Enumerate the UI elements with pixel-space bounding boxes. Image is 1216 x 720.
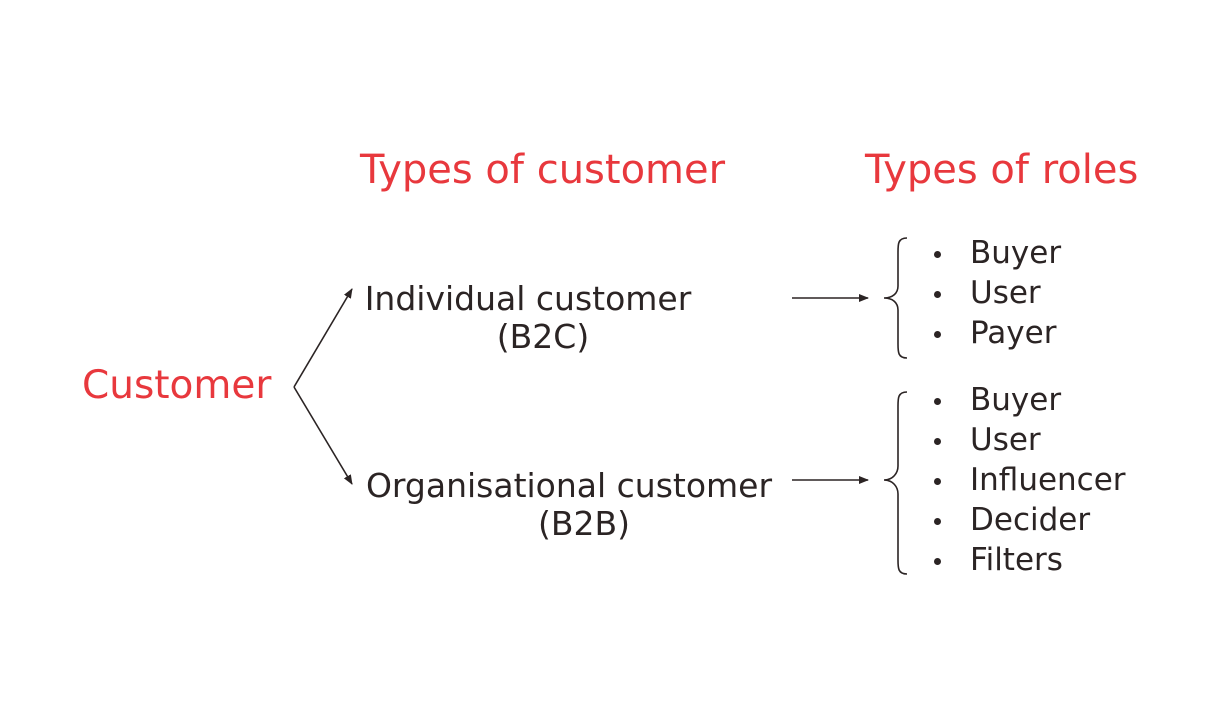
branch-arrow-individual [293, 288, 353, 388]
node-organisational-customer-name: Organisational customer [365, 466, 773, 505]
node-organisational-customer: Organisational customer (B2B) [363, 467, 775, 543]
node-individual-customer-code: (B2C) [496, 316, 590, 356]
role-item: Influencer [930, 460, 1126, 500]
node-individual-customer: Individual customer (B2C) [363, 280, 693, 356]
heading-types-of-roles: Types of roles [865, 147, 1139, 193]
role-item: Payer [930, 313, 1061, 353]
root-node-customer: Customer [82, 363, 272, 408]
node-organisational-customer-code: (B2B) [537, 503, 631, 543]
role-item: User [930, 273, 1061, 313]
brace-organisational [883, 391, 908, 575]
roles-list-organisational: Buyer User Influencer Decider Filters [930, 380, 1126, 580]
role-item: Buyer [930, 380, 1126, 420]
role-item: Filters [930, 540, 1126, 580]
node-individual-customer-name: Individual customer [364, 279, 692, 318]
heading-types-of-customer: Types of customer [360, 147, 726, 193]
brace-individual [883, 237, 908, 359]
branch-arrow-organisational [293, 386, 353, 485]
roles-list-individual: Buyer User Payer [930, 233, 1061, 353]
role-item: User [930, 420, 1126, 460]
role-item: Buyer [930, 233, 1061, 273]
role-item: Decider [930, 500, 1126, 540]
